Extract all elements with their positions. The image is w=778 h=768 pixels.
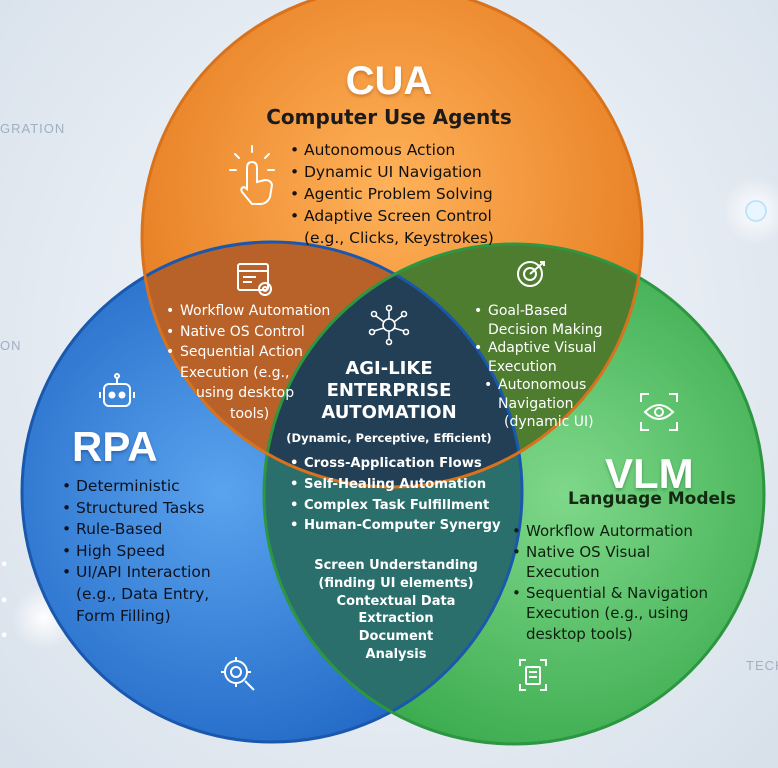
cua-item: Agentic Problem Solving <box>290 183 494 205</box>
document-scan-icon <box>519 659 547 691</box>
center-subtitle: (Dynamic, Perceptive, Efficient) <box>286 431 492 445</box>
vlm-title: VLM <box>605 450 694 497</box>
rpa-item: UI/API Interaction <box>62 562 211 584</box>
center-item: Complex Task Fulfillment <box>290 496 501 517</box>
center-item: Cross-Application Flows <box>290 454 501 475</box>
cua-item: Adaptive Screen Control <box>290 205 494 227</box>
network-brain-icon <box>368 304 410 346</box>
rpa-item-continuation: (e.g., Data Entry, <box>76 584 210 603</box>
background-label: TECH <box>746 658 778 673</box>
cua-rpa-list: Workflow Automation Native OS Control Se… <box>166 301 330 424</box>
target-icon <box>517 261 545 287</box>
cua-item: Dynamic UI Navigation <box>290 161 494 183</box>
cua-vlm-list: Goal-Based Decision Making Adaptive Visu… <box>474 302 602 432</box>
vlm-item: Native OS Visual <box>512 542 708 563</box>
rpa-list: Deterministic Structured Tasks Rule-Base… <box>62 476 211 627</box>
cua-subtitle: Computer Use Agents <box>266 105 512 129</box>
vlm-list: Workflow Autormation Native OS Visual Ex… <box>512 521 708 644</box>
cua-vlm-item-continuation: Execution <box>488 358 557 375</box>
robot-icon <box>99 373 135 407</box>
rpa-vlm-item-continuation: Analysis <box>365 646 427 662</box>
rpa-vlm-item-continuation: (finding UI elements) <box>318 575 474 591</box>
cua-vlm-item: Autonomous <box>484 376 602 395</box>
rpa-title: RPA <box>72 423 158 470</box>
cua-vlm-item: Adaptive Visual <box>474 339 602 358</box>
gear-search-icon <box>221 657 255 691</box>
browser-gear-icon <box>237 263 272 296</box>
rpa-item: Deterministic <box>62 476 211 498</box>
center-list: Cross-Application Flows Self-Healing Aut… <box>290 454 501 537</box>
cua-item: Autonomous Action <box>290 139 494 161</box>
rpa-vlm-item: Document <box>0 628 778 646</box>
glow-decoration <box>745 200 767 222</box>
vlm-subtitle: Language Models <box>568 489 737 509</box>
cua-list: Autonomous Action Dynamic UI Navigation … <box>290 139 494 249</box>
center-overlap <box>264 244 522 487</box>
cua-rpa-item: Workflow Automation <box>166 301 330 322</box>
center-title-line: AUTOMATION <box>321 402 457 423</box>
cua-vlm-item-continuation: Navigation <box>498 395 574 412</box>
cua-rpa-item: Sequential Action <box>166 342 330 363</box>
rpa-vlm-item-continuation: Extraction <box>358 611 434 627</box>
cua-rpa-item-continuation: Execution (e.g., <box>180 364 290 381</box>
rpa-item: Rule-Based <box>62 519 211 541</box>
background-label: GRATION <box>0 121 66 136</box>
cua-vlm-item: Goal-Based <box>474 302 602 321</box>
vlm-item: Workflow Autormation <box>512 521 708 542</box>
rpa-vlm-item: Contextual Data <box>0 593 778 611</box>
rpa-item: High Speed <box>62 541 211 563</box>
cua-title: CUA <box>345 59 433 103</box>
cua-vlm-item-continuation: (dynamic UI) <box>504 414 594 430</box>
eye-icon <box>640 393 678 431</box>
hand-click-icon <box>229 145 275 205</box>
cua-item-continuation: (e.g., Clicks, Keystrokes) <box>304 229 494 247</box>
center-title-line: AGI-LIKE <box>345 358 433 379</box>
center-title-line: ENTERPRISE <box>326 380 452 401</box>
cua-rpa-item: Native OS Control <box>166 322 330 343</box>
cua-rpa-item-continuation: using desktop <box>196 385 295 401</box>
vlm-item-continuation: Execution (e.g., using <box>526 604 689 622</box>
vlm-item-continuation: desktop tools) <box>526 624 633 643</box>
vlm-item: Sequential & Navigation <box>512 583 708 604</box>
vlm-item-continuation: Execution <box>526 563 600 581</box>
rpa-vlm-list: Screen Understanding (finding UI element… <box>0 557 778 664</box>
background-label: ON <box>0 338 22 353</box>
cua-rpa-item-continuation: tools) <box>230 405 270 422</box>
rpa-vlm-item: Screen Understanding <box>0 557 778 575</box>
rpa-item: Structured Tasks <box>62 498 211 520</box>
rpa-item-continuation: Form Filling) <box>76 606 171 625</box>
center-item: Human-Computer Synergy <box>290 516 501 537</box>
center-title: AGI-LIKE ENTERPRISE AUTOMATION <box>0 358 778 424</box>
cua-vlm-item-continuation: Decision Making <box>488 321 603 338</box>
center-item: Self-Healing Automation <box>290 475 501 496</box>
